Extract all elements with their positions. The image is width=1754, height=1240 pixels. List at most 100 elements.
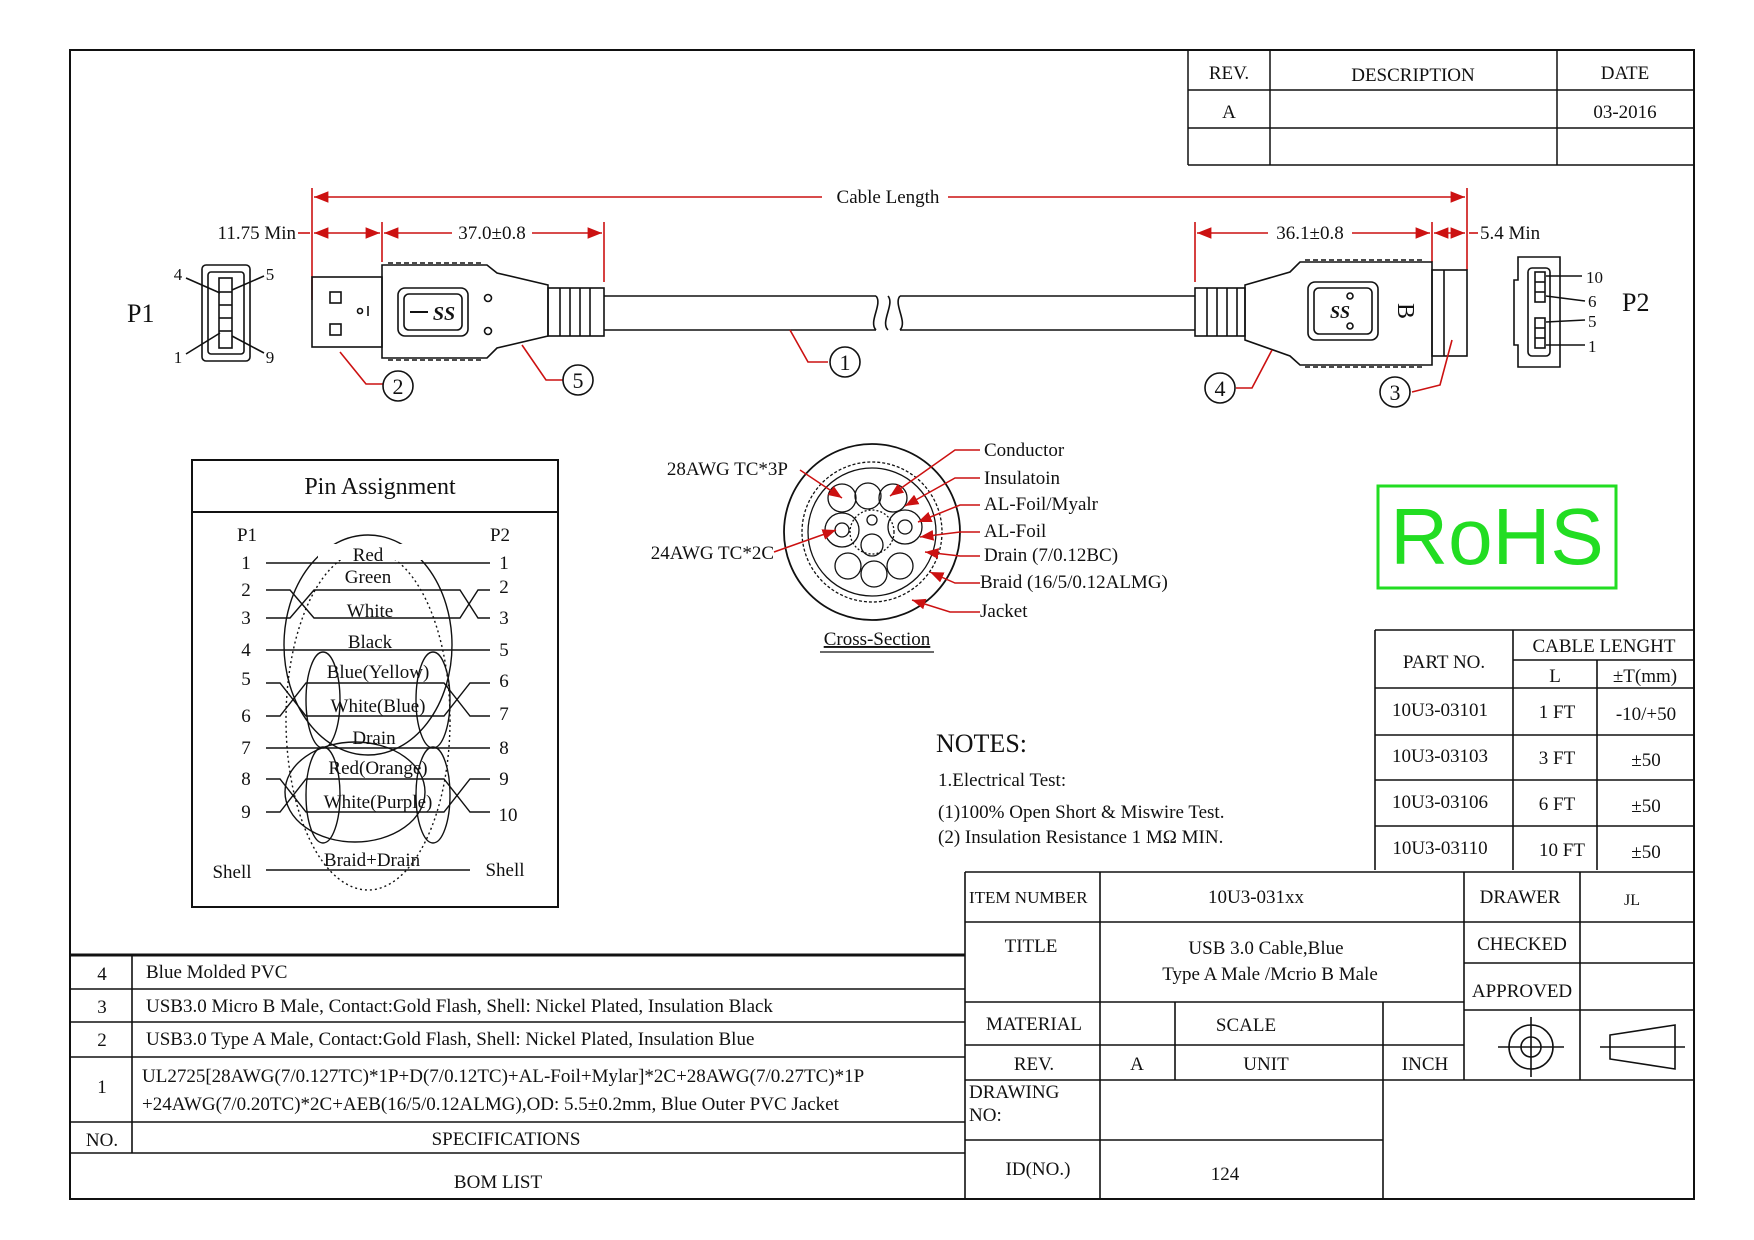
ss-logo-p1: SS xyxy=(410,303,455,325)
drawer-value: JL xyxy=(1624,892,1640,909)
cross-section-right-labels: Conductor Insulatoin AL-Foil/Myalr AL-Fo… xyxy=(980,440,1168,622)
svg-text:1: 1 xyxy=(97,1077,107,1098)
rev-block-value: A xyxy=(1130,1054,1144,1075)
date-header: DATE xyxy=(1601,63,1650,84)
p1-label: P1 xyxy=(127,299,154,328)
svg-text:1: 1 xyxy=(840,350,851,375)
svg-text:Braid+Drain: Braid+Drain xyxy=(324,850,421,871)
cable-length-header: CABLE LENGHT xyxy=(1532,636,1675,657)
pin-numbers-p2: 1 2 3 5 6 7 8 9 10 xyxy=(499,553,518,826)
p2-pin-6: 6 xyxy=(1588,292,1597,311)
svg-text:USB3.0 Micro B Male, Contact:G: USB3.0 Micro B Male, Contact:Gold Flash,… xyxy=(146,996,773,1017)
callout-leaders xyxy=(339,329,1453,393)
svg-text:10U3-03101: 10U3-03101 xyxy=(1392,700,1488,721)
p2-label: P2 xyxy=(1622,288,1649,317)
hatch-p2 xyxy=(1305,259,1425,368)
svg-text:3: 3 xyxy=(241,608,251,629)
id-value: 124 xyxy=(1211,1164,1240,1185)
cable-length-label: Cable Length xyxy=(837,187,940,208)
svg-text:10U3-03103: 10U3-03103 xyxy=(1392,746,1488,767)
svg-text:3: 3 xyxy=(499,608,509,629)
svg-text:7: 7 xyxy=(499,704,509,725)
usb-a-plug xyxy=(311,264,605,359)
material-label: MATERIAL xyxy=(986,1014,1082,1035)
micro-b-face-view xyxy=(1513,256,1586,368)
rev-date: 03-2016 xyxy=(1593,102,1656,123)
rev-header: REV. xyxy=(1209,63,1249,84)
svg-text:Jacket: Jacket xyxy=(980,601,1028,622)
usb-a-face-view xyxy=(185,264,265,362)
part-table-rows: 10U3-03101 1 FT -10/+50 10U3-03103 3 FT … xyxy=(1392,700,1676,863)
svg-text:1 FT: 1 FT xyxy=(1539,702,1576,723)
shell-right-label: Shell xyxy=(485,860,524,881)
drawing-border xyxy=(69,49,1695,1200)
svg-text:±50: ±50 xyxy=(1631,842,1660,863)
svg-text:6 FT: 6 FT xyxy=(1539,794,1576,815)
cross-section-label-24awg: 24AWG TC*2C xyxy=(651,543,774,564)
svg-text:8: 8 xyxy=(241,769,251,790)
p2-min-label: 5.4 Min xyxy=(1480,223,1541,244)
pin-p2-header: P2 xyxy=(490,525,510,546)
id-label: ID(NO.) xyxy=(1006,1159,1071,1180)
unit-value: INCH xyxy=(1402,1054,1449,1075)
notes-line-2: (1)100% Open Short & Miswire Test. xyxy=(938,802,1224,823)
unit-label: UNIT xyxy=(1243,1054,1289,1075)
svg-text:Braid (16/5/0.12ALMG): Braid (16/5/0.12ALMG) xyxy=(980,572,1168,593)
micro-b-plug xyxy=(1194,261,1468,366)
revision-block xyxy=(1187,50,1694,166)
rev-label: REV. xyxy=(1014,1054,1054,1075)
title-line-2: Type A Male /Mcrio B Male xyxy=(1162,964,1378,985)
svg-text:3: 3 xyxy=(97,997,107,1018)
projection-symbol xyxy=(1498,1017,1685,1077)
notes-line-1: 1.Electrical Test: xyxy=(938,770,1066,791)
svg-text:4: 4 xyxy=(1215,376,1226,401)
title-block xyxy=(965,871,1694,1199)
description-header: DESCRIPTION xyxy=(1351,65,1475,86)
callout-5: 5 xyxy=(562,364,594,396)
svg-text:±50: ±50 xyxy=(1631,796,1660,817)
p2-pin-1: 1 xyxy=(1588,337,1597,356)
svg-text:10U3-03106: 10U3-03106 xyxy=(1392,792,1488,813)
drawing-no-label-2: NO: xyxy=(969,1105,1002,1126)
svg-text:6: 6 xyxy=(241,706,251,727)
svg-text:6: 6 xyxy=(499,671,509,692)
item-number-value: 10U3-031xx xyxy=(1208,887,1305,908)
cross-section-caption: Cross-Section xyxy=(824,629,931,650)
rev-value: A xyxy=(1222,102,1236,123)
shell-left-label: Shell xyxy=(212,862,251,883)
drawing-no-label-1: DRAWING xyxy=(969,1082,1060,1103)
bom-footer: BOM LIST xyxy=(454,1172,543,1193)
svg-text:Red(Orange): Red(Orange) xyxy=(328,758,427,779)
rohs-frame xyxy=(1376,484,1618,590)
wire-color-labels: Red Green White Black Blue(Yellow) White… xyxy=(318,544,432,871)
svg-text:+24AWG(7/0.20TC)*2C+AEB(16/5/0: +24AWG(7/0.20TC)*2C+AEB(16/5/0.12ALMG),O… xyxy=(142,1094,840,1115)
pin-p1-header: P1 xyxy=(237,525,257,546)
svg-text:UL2725[28AWG(7/0.127TC)*1P+D(7: UL2725[28AWG(7/0.127TC)*1P+D(7/0.12TC)+A… xyxy=(142,1066,864,1087)
drawer-label: DRAWER xyxy=(1480,887,1561,908)
callout-1: 1 xyxy=(829,346,861,378)
checked-label: CHECKED xyxy=(1477,934,1567,955)
svg-text:7: 7 xyxy=(241,738,251,759)
p2-pin-10: 10 xyxy=(1586,268,1603,287)
svg-text:5: 5 xyxy=(573,368,584,393)
svg-text:Insulatoin: Insulatoin xyxy=(984,468,1060,489)
bom-spec-header: SPECIFICATIONS xyxy=(432,1129,581,1150)
svg-text:10: 10 xyxy=(499,805,518,826)
svg-text:±50: ±50 xyxy=(1631,750,1660,771)
pin-assignment-title: Pin Assignment xyxy=(304,474,456,500)
ss-logo-p2: SS xyxy=(1330,302,1350,322)
svg-text:8: 8 xyxy=(499,738,509,759)
svg-text:5: 5 xyxy=(241,669,251,690)
p2-overmold-dim: 36.1±0.8 xyxy=(1276,223,1343,244)
svg-text:Green: Green xyxy=(345,567,392,588)
p1-pin-1: 1 xyxy=(174,348,183,367)
svg-text:Red: Red xyxy=(353,545,384,566)
svg-text:AL-Foil/Myalr: AL-Foil/Myalr xyxy=(984,494,1099,515)
bom-no-header: NO. xyxy=(86,1130,118,1151)
svg-text:Blue Molded PVC: Blue Molded PVC xyxy=(146,962,287,983)
l-header: L xyxy=(1549,666,1561,687)
cross-section-leaders xyxy=(773,449,980,613)
scale-label: SCALE xyxy=(1216,1015,1276,1036)
callout-2: 2 xyxy=(382,370,414,402)
